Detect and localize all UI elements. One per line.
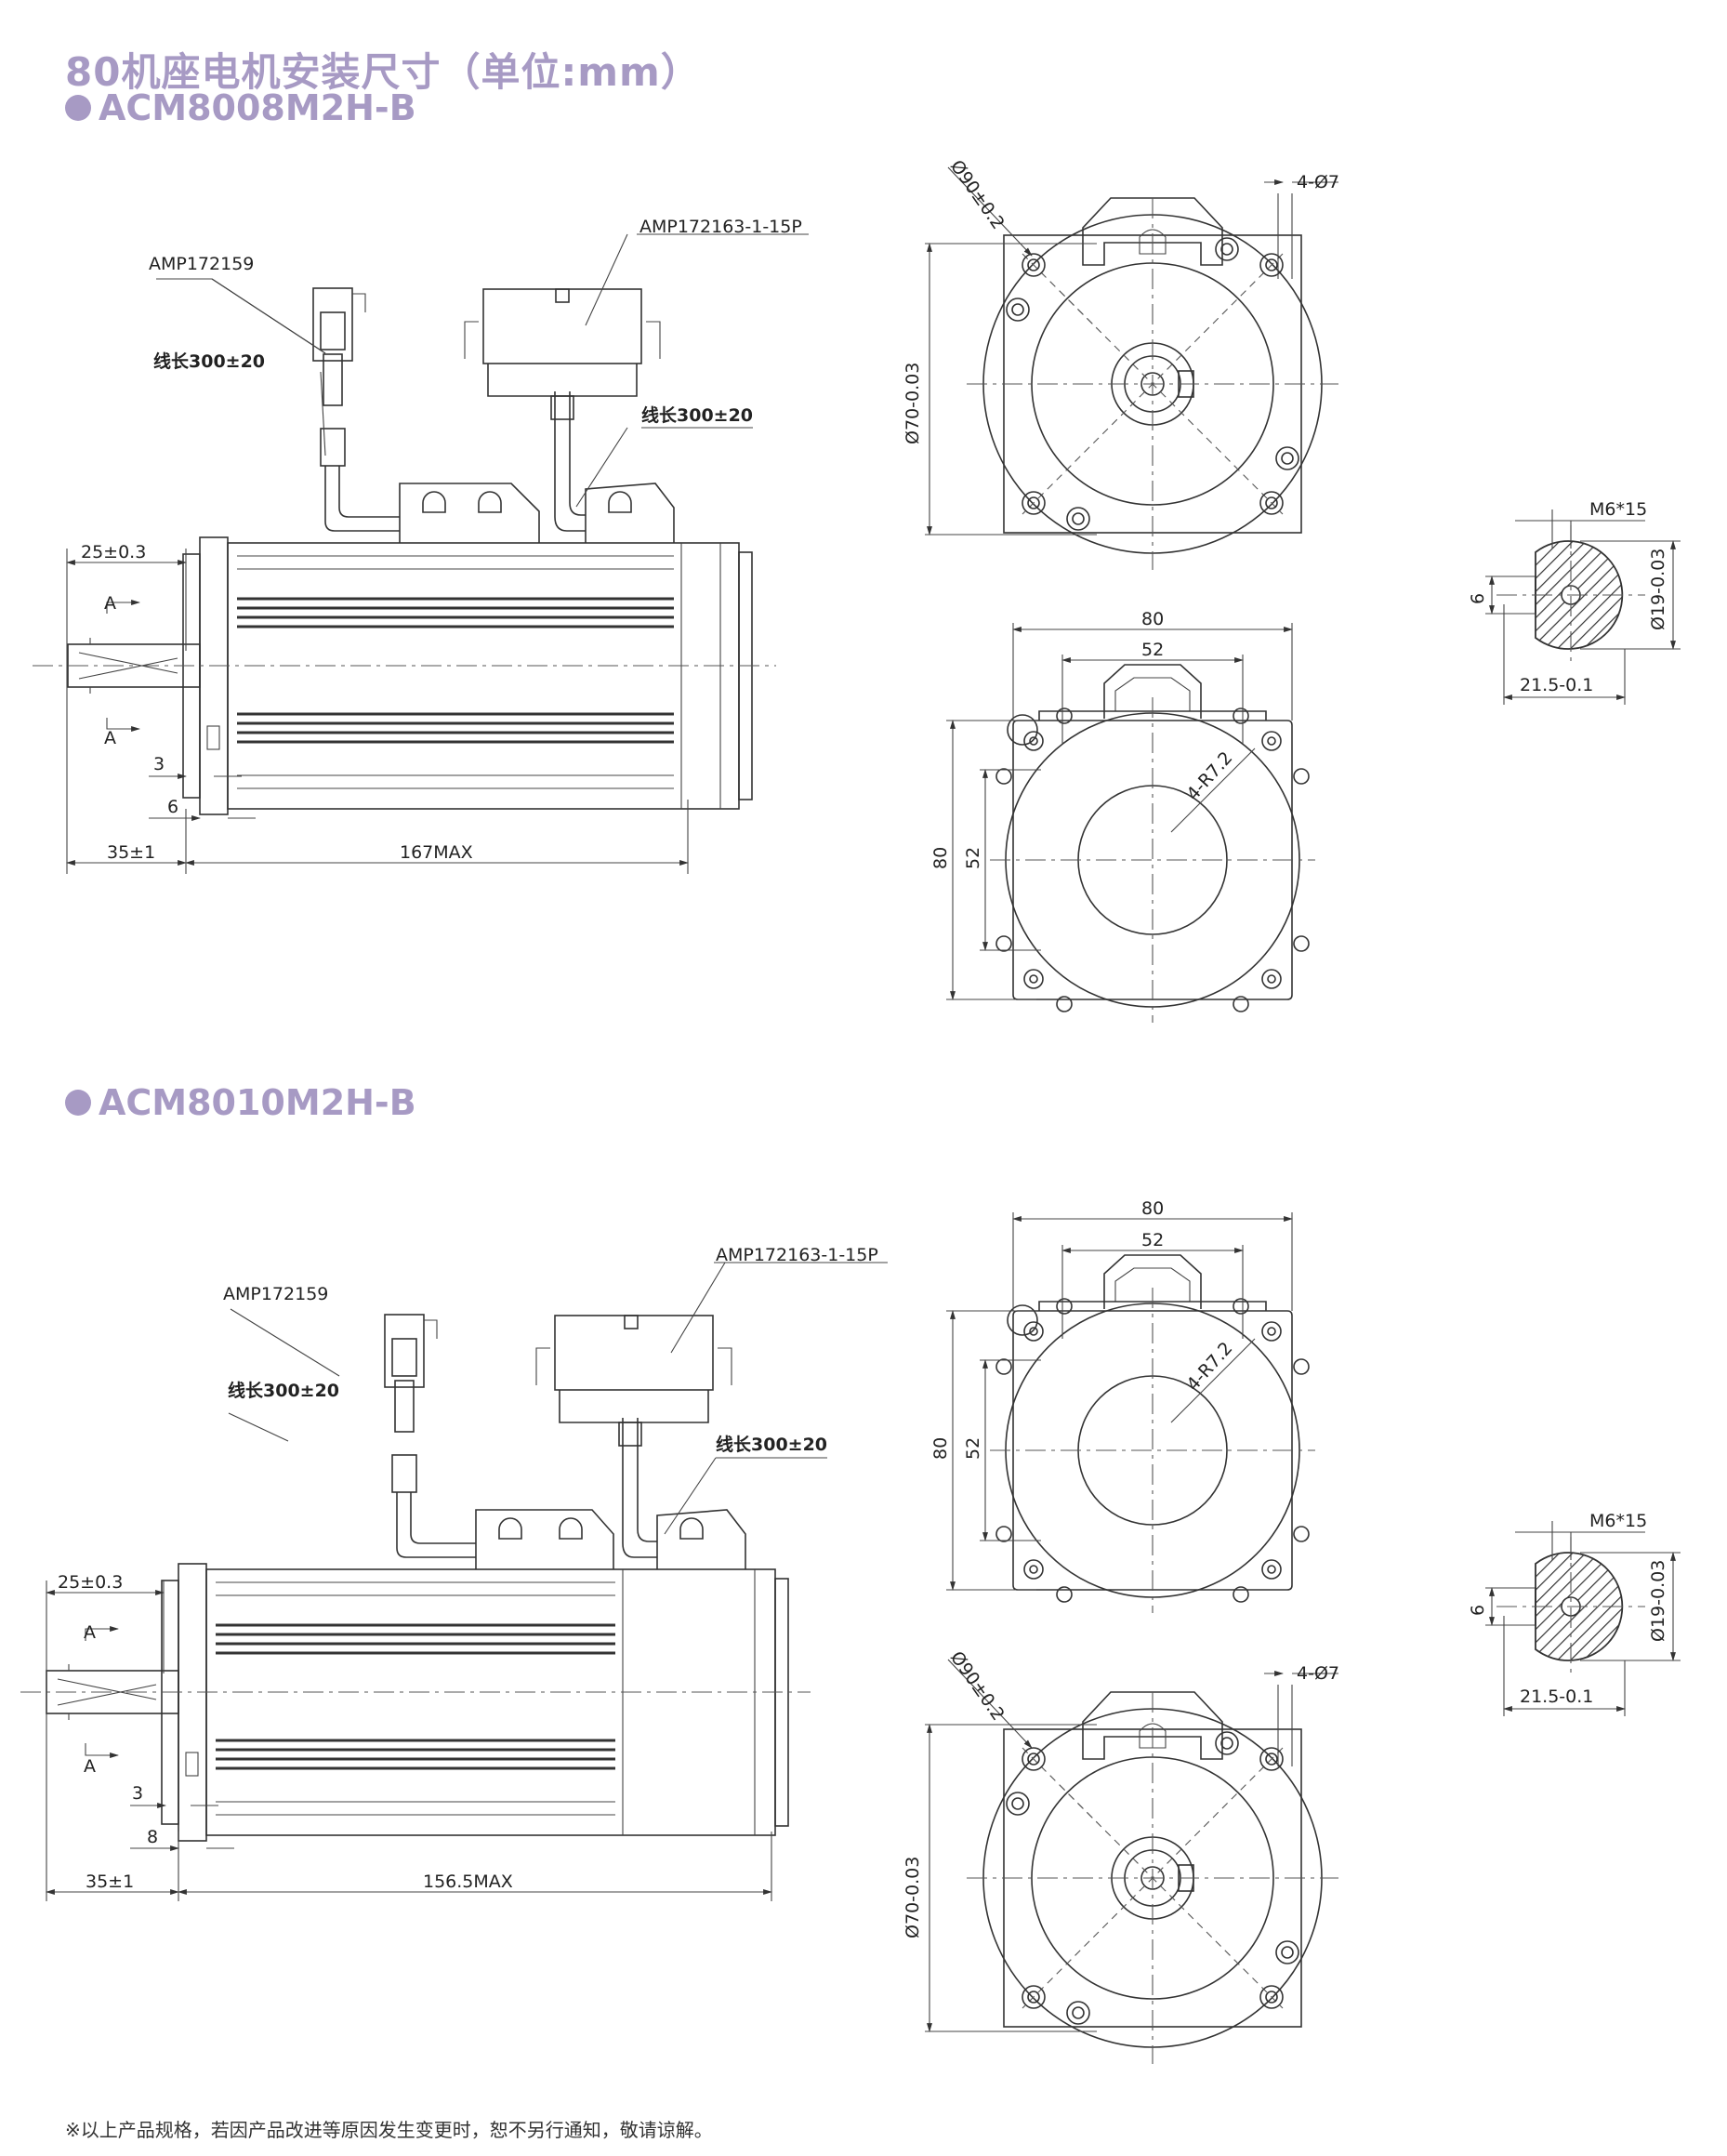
connector-small-label-1: AMP172159	[149, 254, 254, 274]
square-height-label-1: 80	[930, 847, 951, 869]
connector-small-label-2: AMP172159	[223, 1284, 328, 1304]
dim-shaft-label-1: 25±0.3	[81, 542, 146, 562]
cable-small-label-2: 线长300±20	[228, 1380, 339, 1401]
square-height-label-2: 80	[930, 1437, 951, 1460]
model-heading-2: ACM8010M2H-B	[65, 1082, 416, 1123]
dim-3-label-2: 3	[132, 1783, 143, 1804]
bullet-dot-icon	[65, 1090, 91, 1116]
pilot-dia-label-2: Ø70-0.03	[903, 1857, 923, 1938]
corner-radius-label-1: 4-R7.2	[1182, 747, 1236, 804]
flange-dia-label-2: Ø90±0.2	[946, 1647, 1009, 1724]
dim-step-label-1: 6	[167, 797, 178, 817]
labels-model-2: AMP172159 AMP172163-1-15P 线长300±20 线长300…	[58, 1198, 1668, 1938]
front-view-square-1	[989, 664, 1316, 1024]
pitch-width-label-1: 52	[1141, 640, 1164, 660]
side-view-model-1	[33, 287, 776, 815]
thread-label-1: M6*15	[1589, 499, 1647, 520]
key-width-label-1: 6	[1468, 593, 1488, 604]
bullet-dot-icon	[65, 95, 91, 121]
key-depth-label-1: 21.5-0.1	[1520, 675, 1593, 695]
front-view-round-2	[966, 1691, 1339, 2065]
key-depth-label-2: 21.5-0.1	[1520, 1686, 1593, 1707]
model-heading-1: ACM8008M2H-B	[65, 87, 416, 128]
pitch-height-label-2: 52	[963, 1437, 983, 1460]
model-name-2: ACM8010M2H-B	[99, 1082, 416, 1123]
holes-label-1: 4-Ø7	[1297, 172, 1339, 192]
dim-front-label-1: 35±1	[107, 842, 155, 863]
labels-model-1: AMP172159 AMP172163-1-15P 线长300±20 线长300…	[81, 156, 1668, 869]
shaft-dia-label-1: Ø19-0.03	[1648, 549, 1668, 630]
dim-shaft-label-2: 25±0.3	[58, 1572, 123, 1593]
cable-large-label-1: 线长300±20	[641, 404, 753, 426]
pitch-width-label-2: 52	[1141, 1230, 1164, 1250]
dim-length-label-1: 167MAX	[400, 842, 473, 863]
fins-1	[237, 555, 674, 789]
section-mark-bottom-2: A	[84, 1756, 96, 1777]
front-view-square-2	[989, 1254, 1316, 1614]
square-width-label-1: 80	[1141, 609, 1164, 629]
cable-large-label-2: 线长300±20	[716, 1434, 827, 1455]
side-view-model-2	[20, 1314, 811, 1842]
footnote: ※以上产品规格，若因产品改进等原因发生变更时，恕不另行通知，敬请谅解。	[65, 2119, 713, 2141]
section-mark-top-2: A	[84, 1622, 96, 1643]
pilot-dia-label-1: Ø70-0.03	[903, 363, 923, 444]
corner-radius-label-2: 4-R7.2	[1182, 1338, 1236, 1395]
cable-small-label-1: 线长300±20	[153, 351, 265, 372]
connector-large-label-1: AMP172163-1-15P	[639, 217, 802, 237]
fins-2	[216, 1581, 615, 1816]
key-width-label-2: 6	[1468, 1605, 1488, 1616]
dim-front-label-2: 35±1	[86, 1872, 134, 1892]
page-title: 80机座电机安装尺寸（单位:mm）	[65, 49, 701, 95]
dim-step-label-2: 8	[147, 1827, 158, 1847]
thread-label-2: M6*15	[1589, 1511, 1647, 1531]
section-mark-bottom-1: A	[104, 728, 116, 748]
shaft-dia-label-2: Ø19-0.03	[1648, 1560, 1668, 1642]
dim-3-label-1: 3	[153, 754, 165, 774]
pitch-height-label-1: 52	[963, 847, 983, 869]
dims-model-1	[66, 166, 1681, 1000]
square-width-label-2: 80	[1141, 1198, 1164, 1219]
model-name-1: ACM8008M2H-B	[99, 87, 416, 128]
holes-label-2: 4-Ø7	[1297, 1663, 1339, 1684]
dim-length-label-2: 156.5MAX	[423, 1872, 513, 1892]
connector-large-label-2: AMP172163-1-15P	[716, 1245, 878, 1265]
dims-model-2	[46, 1212, 1681, 2032]
section-mark-top-1: A	[104, 593, 116, 614]
flange-dia-label-1: Ø90±0.2	[946, 156, 1009, 232]
front-view-round-1	[966, 197, 1339, 571]
